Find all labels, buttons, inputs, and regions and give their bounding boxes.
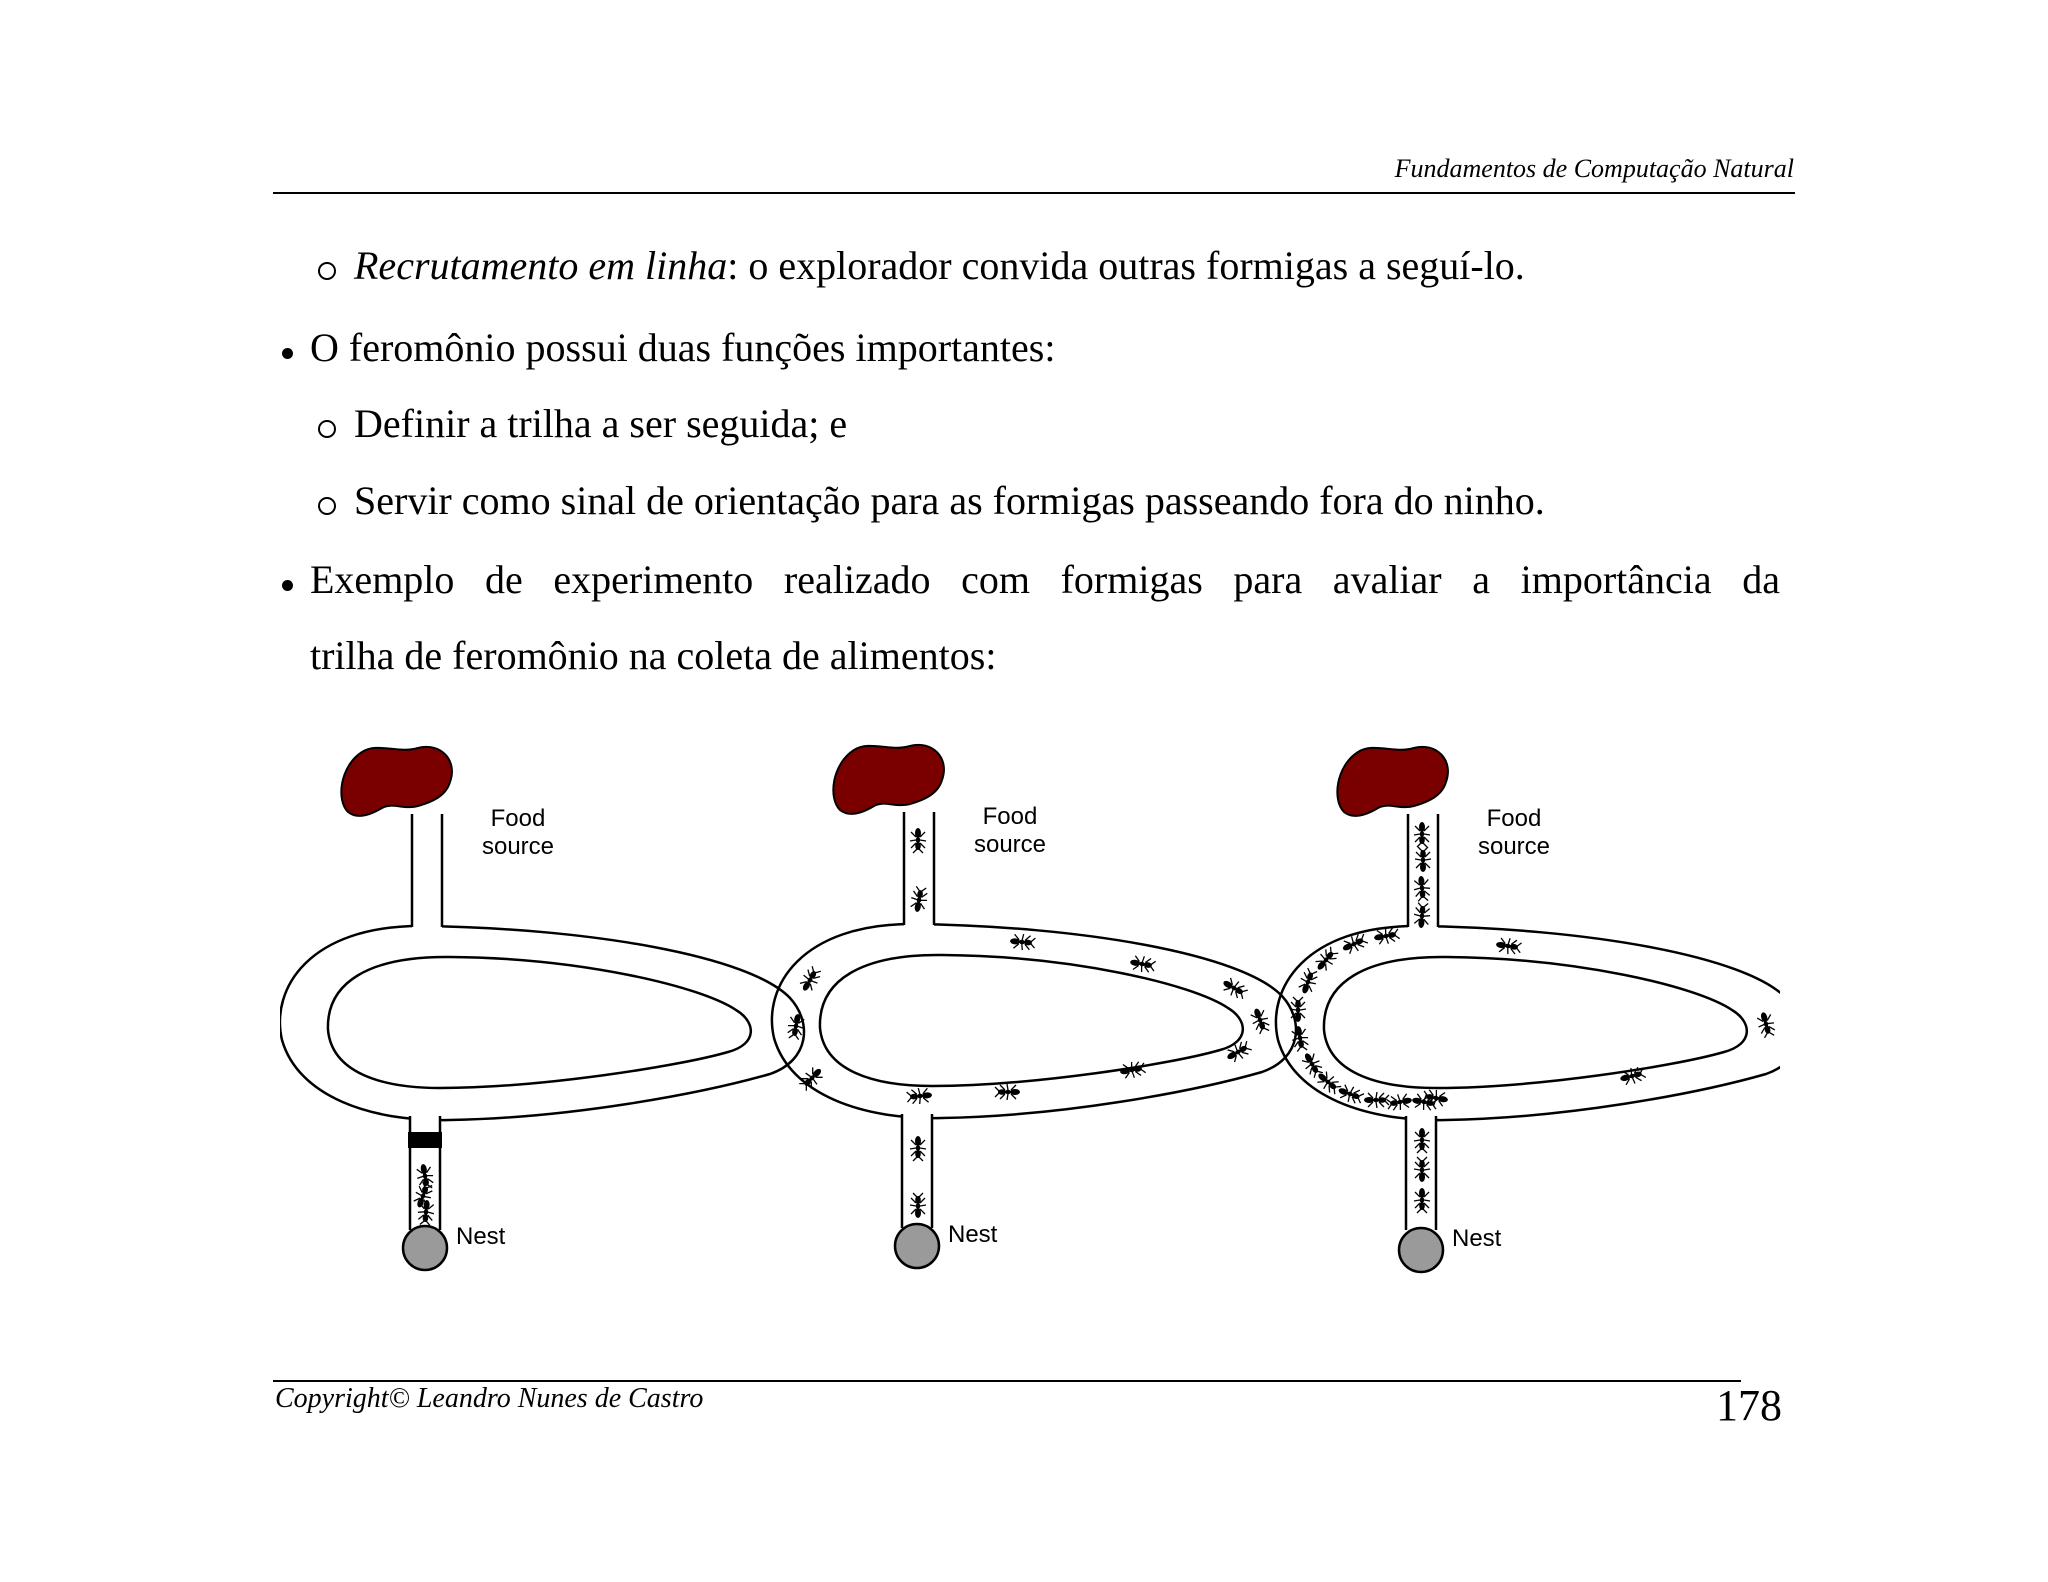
panel-1-loop	[280, 926, 804, 1120]
panel-3: Food source Nest	[1276, 747, 1780, 1272]
ant-experiment-figure: Food source Nest Food source Ne	[280, 730, 1780, 1315]
panel-1-nest	[403, 1226, 447, 1270]
sub-bullet-1	[318, 262, 336, 280]
panel-2: Food source Nest	[772, 745, 1296, 1268]
header-rule	[273, 192, 1795, 194]
text-line-1: Recrutamento em linha: o explorador conv…	[354, 246, 1525, 286]
panel-1-food-source	[341, 747, 452, 816]
panel-2-food-label-1: Food	[983, 803, 1038, 830]
panel-2-food-label-2: source	[974, 831, 1046, 858]
panel-2-food-source	[833, 745, 944, 814]
panel-2-loop	[772, 924, 1296, 1118]
text-line-4: Servir como sinal de orientação para as …	[354, 481, 1545, 521]
footer-rule	[273, 1380, 1741, 1382]
sub-bullet-3	[318, 497, 336, 515]
panel-3-food-label-1: Food	[1487, 805, 1542, 832]
text-line-2: O feromônio possui duas funções importan…	[310, 328, 1055, 368]
text-line-1-italic: Recrutamento em linha	[354, 243, 727, 288]
panel-1: Food source Nest	[280, 747, 804, 1270]
panel-3-food-source	[1337, 747, 1448, 816]
footer-copyright: Copyright© Leandro Nunes de Castro	[275, 1383, 703, 1415]
panel-1-food-label-1: Food	[491, 805, 546, 832]
panel-3-nest	[1399, 1228, 1443, 1272]
panel-2-nest-label: Nest	[948, 1221, 998, 1248]
running-header: Fundamentos de Computação Natural	[1395, 154, 1794, 184]
text-line-5a: Exemplo de experimento realizado com for…	[310, 560, 1780, 600]
panel-2-nest	[895, 1224, 939, 1268]
panel-1-top-corridor	[412, 814, 442, 934]
text-line-1-rest: : o explorador convida outras formigas a…	[727, 243, 1525, 288]
panel-1-food-label-2: source	[482, 833, 554, 860]
panel-1-barrier	[408, 1132, 442, 1148]
bullet-1	[282, 348, 293, 359]
text-line-3: Definir a trilha a ser seguida; e	[354, 404, 847, 444]
ant-experiment-svg: Food source Nest Food source Ne	[280, 730, 1780, 1310]
panel-3-nest-label: Nest	[1452, 1225, 1502, 1252]
text-line-5b: trilha de feromônio na coleta de aliment…	[310, 636, 996, 676]
panel-3-food-label-2: source	[1478, 833, 1550, 860]
page-number: 178	[1716, 1380, 1782, 1431]
bullet-2	[282, 580, 293, 591]
panel-1-nest-label: Nest	[456, 1223, 506, 1250]
sub-bullet-2	[318, 420, 336, 438]
